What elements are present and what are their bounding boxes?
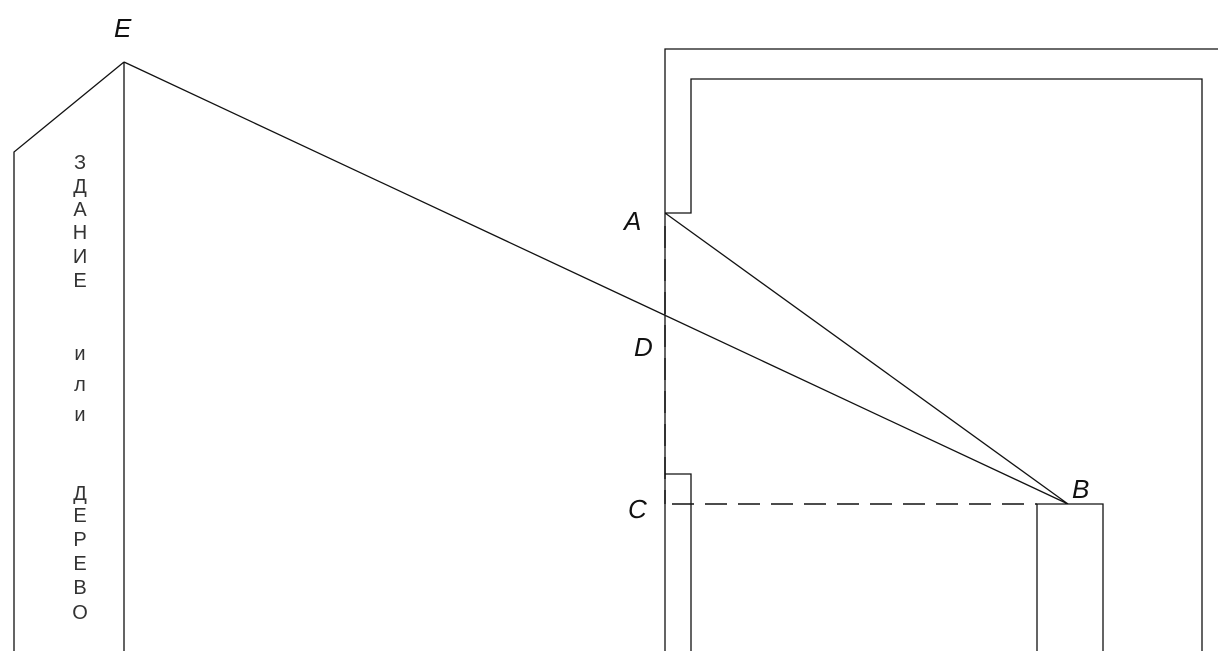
building-label-char-5: И bbox=[73, 246, 87, 268]
building-roof-edge bbox=[13, 61, 125, 651]
building-label-char-1: З bbox=[74, 152, 86, 174]
dashed-lines bbox=[664, 226, 1037, 505]
window-frame-inner-lower bbox=[665, 473, 692, 651]
point-label-A: A bbox=[622, 206, 641, 236]
point-label-B: B bbox=[1072, 474, 1089, 504]
building-label-char-14: В bbox=[73, 577, 86, 599]
building-outline bbox=[13, 61, 125, 651]
point-label-E: E bbox=[114, 13, 132, 43]
window-frame-inner-upper bbox=[665, 78, 1203, 651]
building-label-char-6: Е bbox=[73, 270, 86, 292]
window-frame bbox=[664, 48, 1218, 651]
point-labels: E A D C B bbox=[114, 13, 1089, 524]
line-EB bbox=[123, 61, 1069, 505]
point-label-C: C bbox=[628, 494, 647, 524]
sight-lines bbox=[123, 61, 1069, 505]
building-label-char-4: Н bbox=[73, 222, 87, 244]
building-label-char-2: Д bbox=[73, 176, 87, 198]
line-AB bbox=[664, 212, 1069, 505]
building-label-char-9: и bbox=[74, 404, 85, 426]
building-label-char-7: и bbox=[74, 343, 85, 365]
building-label-char-13: Е bbox=[73, 553, 86, 575]
building-label-char-10: Д bbox=[73, 483, 87, 505]
point-label-D: D bbox=[634, 332, 653, 362]
window-sill-object bbox=[1036, 503, 1104, 651]
building-label-char-15: О bbox=[72, 602, 88, 624]
building-label-char-3: А bbox=[73, 199, 87, 221]
window-frame-outer bbox=[664, 48, 1218, 651]
building-label-char-8: л bbox=[74, 374, 86, 396]
building-label: З Д А Н И Е и л и Д Е Р Е В О bbox=[72, 152, 88, 624]
building-label-char-11: Е bbox=[73, 505, 86, 527]
building-label-char-12: Р bbox=[73, 529, 86, 551]
